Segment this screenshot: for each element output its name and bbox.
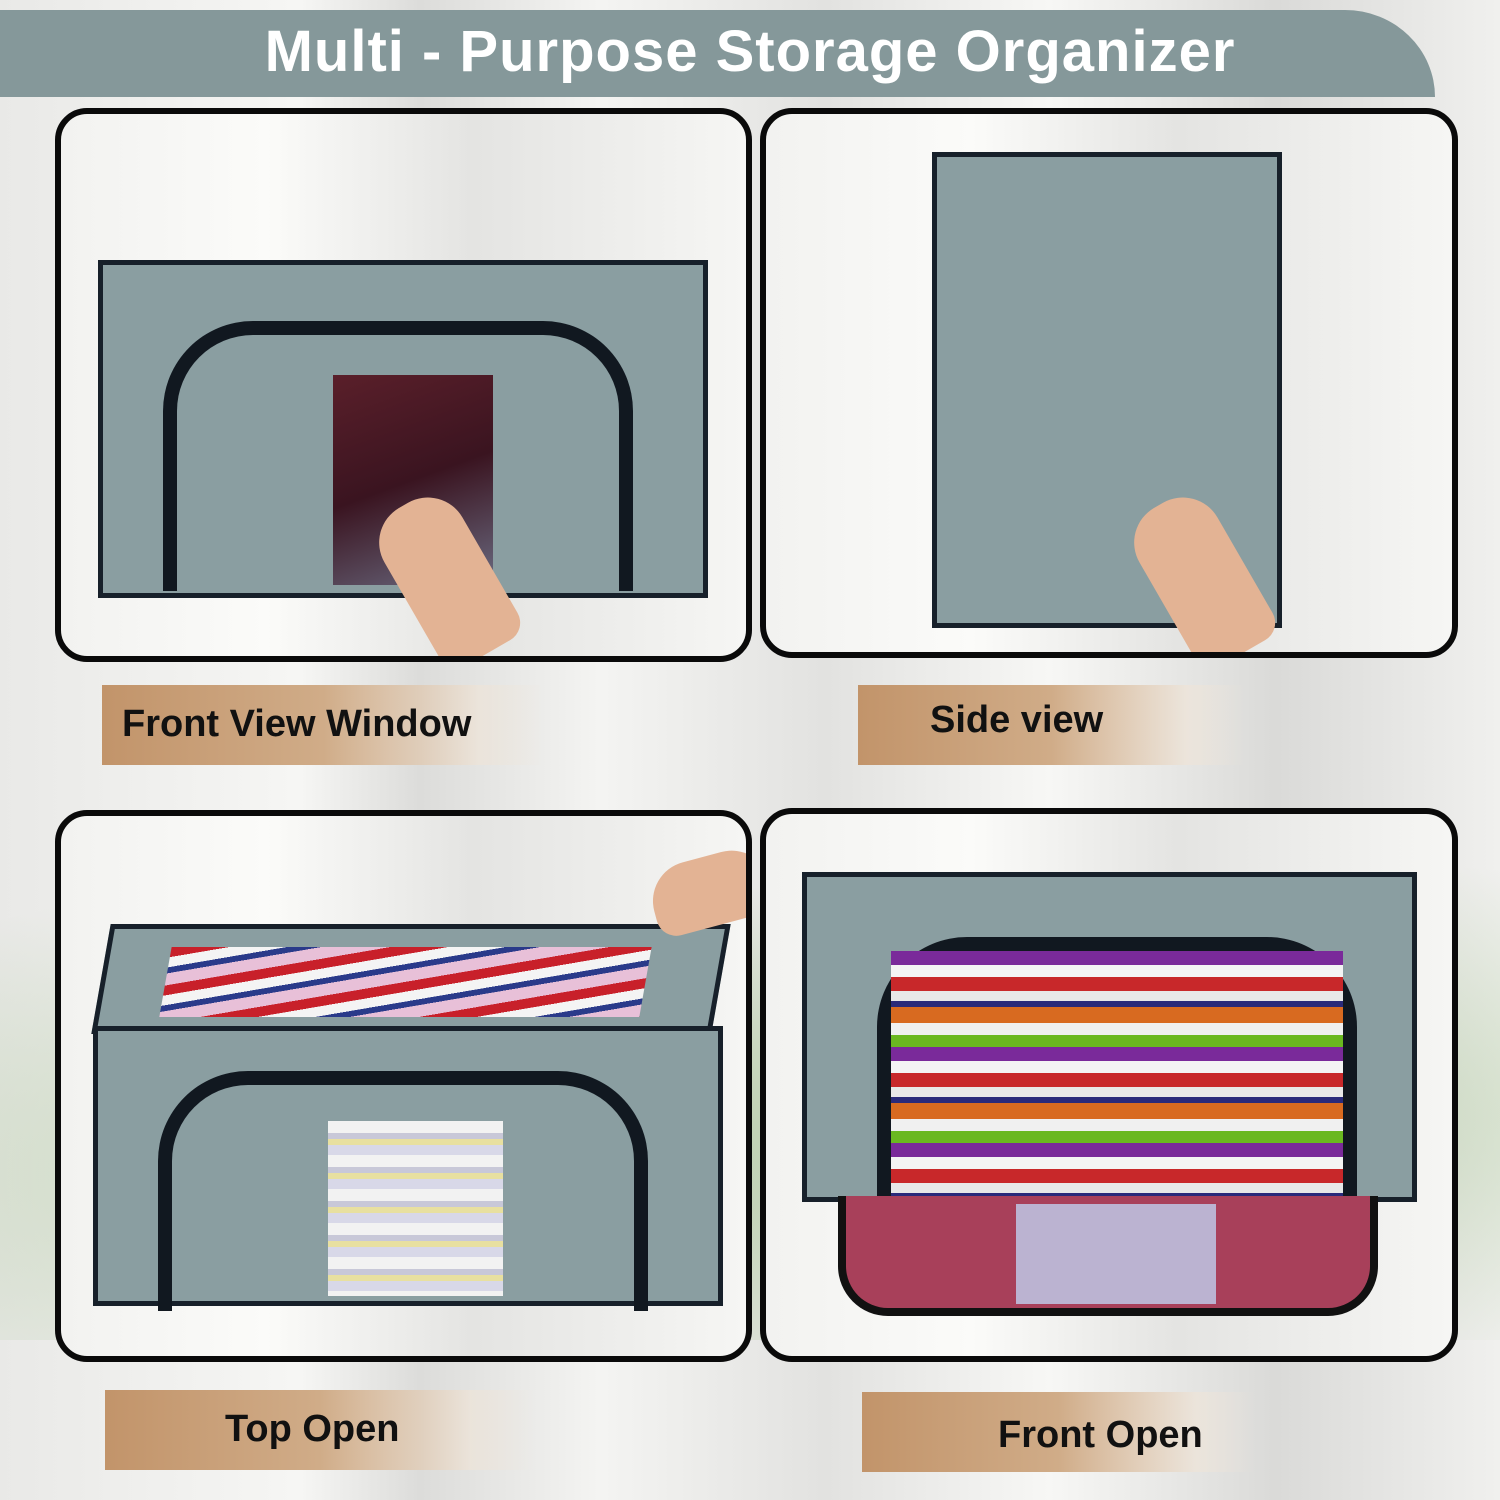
organizer-front xyxy=(802,872,1417,1207)
open-top-contents xyxy=(159,947,652,1017)
zipper-arc xyxy=(158,1071,648,1311)
label-side-view: Side view xyxy=(858,685,1245,765)
organizer-top xyxy=(91,924,731,1034)
open-front-contents xyxy=(891,951,1343,1201)
page-title: Multi - Purpose Storage Organizer xyxy=(264,19,1236,84)
clear-window xyxy=(328,1121,503,1296)
header-banner: Multi - Purpose Storage Organizer xyxy=(0,10,1435,97)
zipper-arc xyxy=(163,321,633,591)
panel-side-view xyxy=(760,108,1458,658)
label-front-open: Front Open xyxy=(862,1392,1255,1472)
flap-pocket xyxy=(1016,1204,1216,1304)
label-top-open: Top Open xyxy=(105,1390,535,1470)
panel-top-open xyxy=(55,810,752,1362)
organizer-front xyxy=(93,1026,723,1311)
panel-front-view xyxy=(55,108,752,662)
label-text: Side view xyxy=(930,699,1104,741)
label-text: Front View Window xyxy=(122,703,472,745)
panel-front-open xyxy=(760,808,1458,1362)
organizer-front xyxy=(98,260,708,598)
label-text: Top Open xyxy=(225,1408,400,1450)
label-front-view: Front View Window xyxy=(102,685,545,765)
hand-image xyxy=(643,841,746,941)
front-flap xyxy=(838,1196,1378,1316)
zipper-arc xyxy=(877,937,1357,1207)
label-text: Front Open xyxy=(998,1414,1203,1456)
